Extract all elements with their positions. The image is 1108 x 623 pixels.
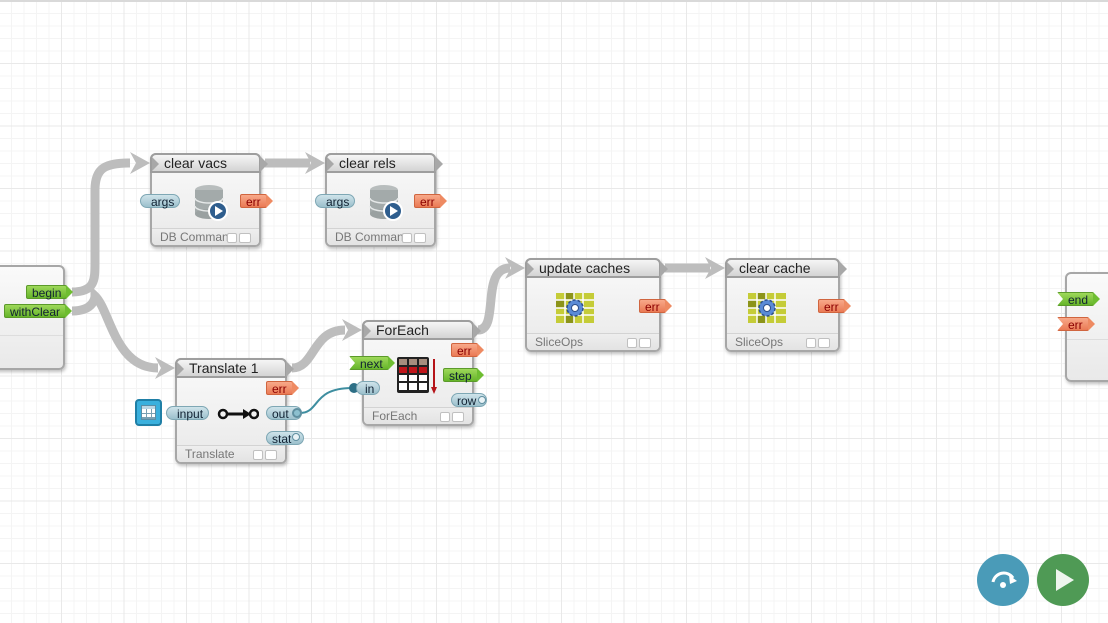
comment-icon[interactable] [452, 412, 464, 422]
output-port-err[interactable]: err [818, 299, 851, 314]
output-port-withclear[interactable]: withClear [4, 304, 73, 319]
node-title[interactable]: clear rels [325, 153, 443, 173]
database-run-icon [194, 185, 228, 221]
flag-icon[interactable] [402, 233, 412, 243]
node-footer: DB Command [152, 228, 259, 245]
slice-gear-icon [556, 293, 594, 323]
node-update-caches[interactable]: update caches SliceOps [525, 258, 668, 352]
flag-icon[interactable] [440, 412, 450, 422]
input-port-args[interactable]: args [140, 194, 181, 209]
translate-arrow-icon [217, 408, 259, 420]
port-connector[interactable] [478, 396, 486, 404]
node-type-label: SliceOps [535, 335, 584, 349]
wire-withclear-to-translate [71, 285, 159, 373]
flag-icon[interactable] [627, 338, 637, 348]
node-type-label: SliceOps [735, 335, 784, 349]
wire-arrow [342, 319, 362, 341]
input-port-next[interactable]: next [349, 356, 395, 371]
table-iterate-icon [397, 357, 437, 394]
node-title[interactable]: clear cache [725, 258, 847, 278]
node-type-label: DB Command [335, 230, 405, 244]
output-port-err[interactable]: err [266, 381, 299, 396]
wire-arrow [130, 152, 150, 174]
divider [1067, 339, 1108, 340]
input-port-err[interactable]: err [1057, 317, 1095, 332]
input-port-input[interactable]: input [166, 406, 210, 421]
node-footer: ForEach [364, 407, 472, 424]
divider [0, 335, 63, 336]
wire-begin-to-clear-vacs [71, 158, 131, 297]
node-type-label: Translate [185, 447, 235, 461]
node-footer: SliceOps [527, 333, 659, 350]
output-port-step[interactable]: step [443, 368, 484, 383]
wire-translate-to-foreach [291, 325, 346, 373]
flag-icon[interactable] [806, 338, 816, 348]
slice-gear-icon [748, 293, 786, 323]
input-port-end[interactable]: end [1057, 292, 1101, 307]
top-border [0, 0, 1108, 2]
node-type-label: ForEach [372, 409, 418, 423]
comment-icon[interactable] [239, 233, 251, 243]
output-port-err[interactable]: err [639, 299, 672, 314]
wire-arrow [305, 152, 325, 174]
step-over-button[interactable] [977, 554, 1029, 606]
node-title[interactable]: Translate 1 [175, 358, 294, 378]
flag-icon[interactable] [227, 233, 237, 243]
wire-arrow [705, 257, 725, 279]
step-over-icon [991, 571, 1017, 588]
output-port-err[interactable]: err [414, 194, 447, 209]
node-title[interactable]: clear vacs [150, 153, 268, 173]
comment-icon[interactable] [818, 338, 830, 348]
wire-foreach-to-update [476, 263, 511, 335]
output-port-err[interactable]: err [240, 194, 273, 209]
port-connector[interactable] [292, 433, 300, 441]
node-footer: DB Command [327, 228, 434, 245]
input-port-in[interactable]: in [356, 381, 381, 396]
input-port-args[interactable]: args [315, 194, 356, 209]
node-title[interactable]: ForEach [362, 320, 481, 340]
table-data-source-icon[interactable] [135, 399, 162, 426]
database-run-icon [369, 185, 403, 221]
wire-arrow [155, 357, 175, 379]
node-title[interactable]: update caches [525, 258, 668, 278]
comment-icon[interactable] [265, 450, 277, 460]
run-button[interactable] [1037, 554, 1089, 606]
data-wire-out-to-in [299, 387, 353, 414]
node-footer: Translate [177, 445, 285, 462]
wire-arrow [505, 257, 525, 279]
node-clear-cache[interactable]: clear cache SliceOps [725, 258, 847, 352]
node-footer: SliceOps [727, 333, 838, 350]
play-icon [1056, 569, 1074, 591]
node-type-label: DB Command [160, 230, 230, 244]
comment-icon[interactable] [414, 233, 426, 243]
comment-icon[interactable] [639, 338, 651, 348]
flag-icon[interactable] [253, 450, 263, 460]
port-connector[interactable] [292, 408, 302, 418]
output-port-err[interactable]: err [451, 343, 484, 358]
output-port-begin[interactable]: begin [26, 285, 74, 300]
